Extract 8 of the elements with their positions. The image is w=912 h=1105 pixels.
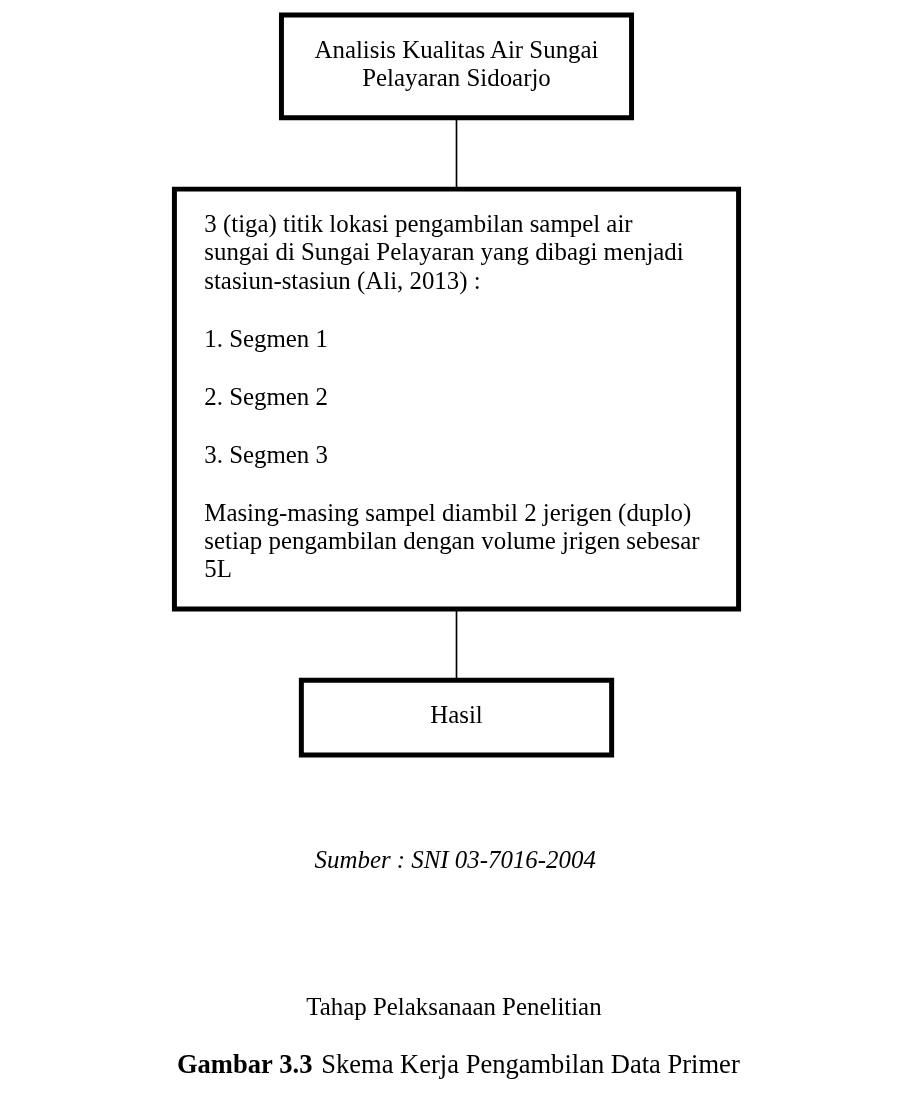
node-box: Hasil xyxy=(298,677,614,758)
connector xyxy=(455,117,457,190)
caption: Gambar 3.3 Skema Kerja Pengambilan Data Primer xyxy=(176,1049,740,1080)
connector xyxy=(455,608,457,681)
label: Sumber : SNI 03-7016-2004 xyxy=(314,845,596,873)
node-box: Analisis Kualitas Air Sungai Pelayaran Sidoarjo xyxy=(278,12,634,121)
label: Tahap Pelaksanaan Penelitian xyxy=(305,993,602,1021)
node-box: 3 (tiga) titik lokasi pengambilan sampel air sungai di Sungai Pelayaran yang dibagi menjadi stasiun-stasiun (Ali, 2013) : 1. Segmen 1 2. Segmen 2 3. Segmen 3 Masing-masing sampel diambil 2 jerigen (duplo) setiap pengambilan dengan volume jrigen sebesar 5L xyxy=(171,186,741,612)
